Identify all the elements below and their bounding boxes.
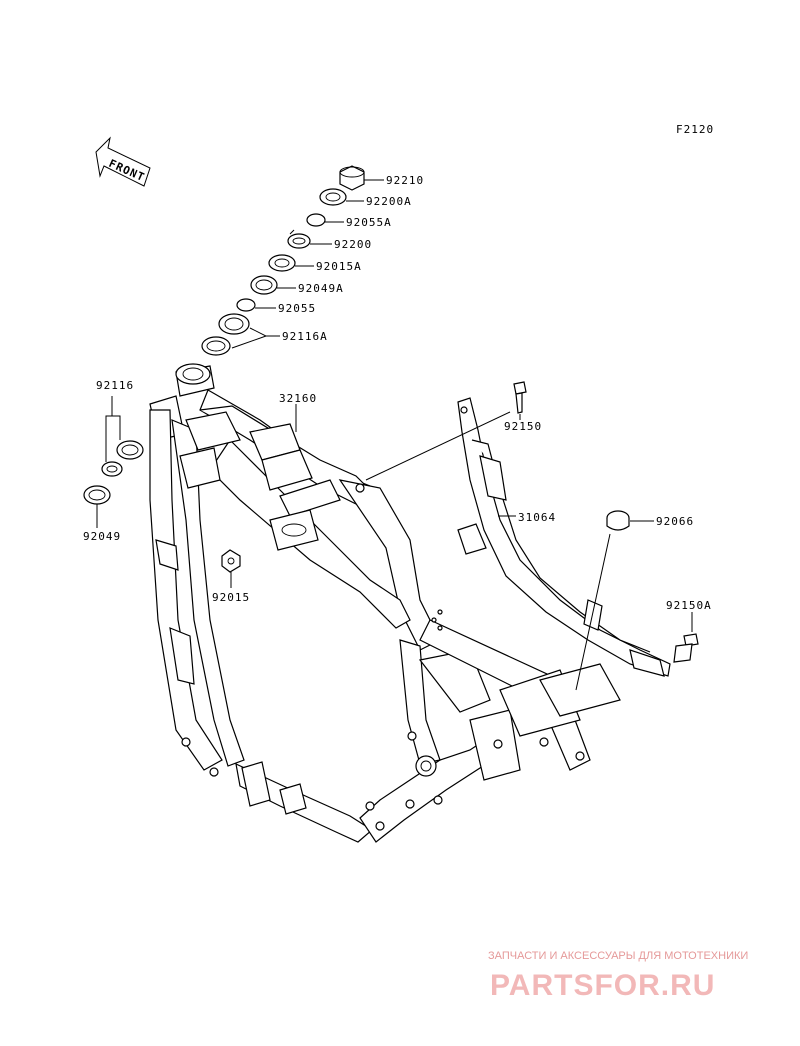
part-label-92049[interactable]: 92049 (83, 530, 121, 543)
main-frame-drawing (149, 363, 621, 843)
part-label-92150A[interactable]: 92150A (666, 599, 712, 612)
front-label: FRONT (107, 157, 147, 184)
part-label-92150[interactable]: 92150 (504, 420, 542, 433)
seal-icon (250, 275, 278, 295)
part-label-92049A[interactable]: 92049A (298, 282, 344, 295)
part-label-92210[interactable]: 92210 (386, 174, 424, 187)
bolt-icon (513, 381, 527, 414)
figure-code: F2120 (676, 123, 714, 136)
locknut-icon (268, 254, 296, 272)
lock-washer-icon (287, 229, 311, 249)
watermark-logo[interactable]: PARTSFOR.RU (490, 969, 715, 1002)
part-label-92015[interactable]: 92015 (212, 591, 250, 604)
o-ring-small-icon (236, 298, 256, 312)
rear-subframe-drawing (457, 397, 671, 677)
bearing-cone-icon (101, 461, 123, 477)
frame-nut-icon (221, 549, 241, 573)
part-label-92116A[interactable]: 92116A (282, 330, 328, 343)
part-label-92116[interactable]: 92116 (96, 379, 134, 392)
part-label-31064[interactable]: 31064 (518, 511, 556, 524)
part-label-92055[interactable]: 92055 (278, 302, 316, 315)
lower-head-parts: 92116 92049 (83, 379, 144, 543)
dust-seal-icon (83, 485, 111, 505)
bolt-a-icon (673, 633, 699, 663)
washer-icon (319, 188, 347, 206)
bearing-upper-icon (218, 313, 250, 335)
bearing-lower-icon (201, 336, 231, 356)
bearing-race-icon (116, 440, 144, 460)
front-arrow-icon: FRONT (95, 136, 151, 187)
part-label-92200[interactable]: 92200 (334, 238, 372, 251)
part-label-92200A[interactable]: 92200A (366, 195, 412, 208)
stem-nut-icon (339, 165, 365, 191)
cap-plug-icon (606, 510, 630, 531)
watermark-tagline: ЗАПЧАСТИ И АКСЕССУАРЫ ДЛЯ МОТОТЕХНИКИ (488, 950, 748, 962)
part-label-92015A[interactable]: 92015A (316, 260, 362, 273)
part-label-92066[interactable]: 92066 (656, 515, 694, 528)
part-label-92055A[interactable]: 92055A (346, 216, 392, 229)
steering-stack: 92210 92200A 92055A 92200 92015A (201, 165, 424, 356)
part-label-32160[interactable]: 32160 (279, 392, 317, 405)
o-ring-icon (306, 213, 326, 227)
